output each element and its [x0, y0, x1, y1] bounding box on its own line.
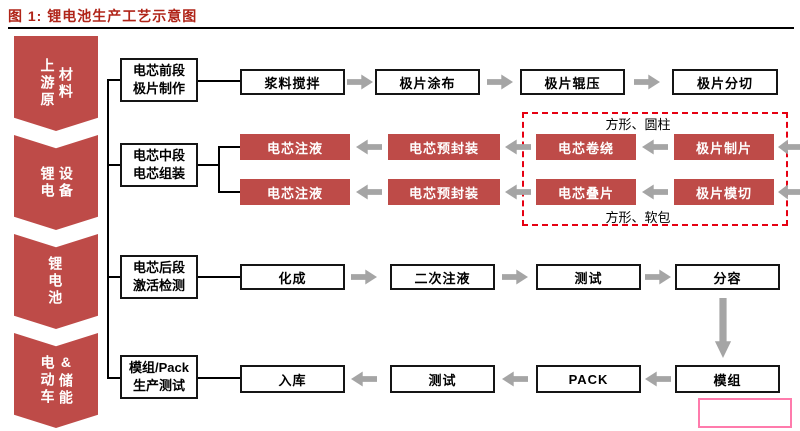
stage-line: 电芯组装: [132, 166, 185, 181]
chevron-label: 上游原: [39, 58, 56, 109]
step-electrolyte-filling-1: 电芯注液: [240, 134, 350, 160]
connector-tick: [107, 377, 120, 379]
arrow-right-icon: [351, 269, 377, 285]
connector-line: [218, 146, 240, 148]
watermark-box: [698, 398, 792, 428]
connector-tick: [107, 276, 120, 278]
connector-tick: [107, 164, 120, 166]
chevron-battery: 锂电池: [14, 234, 98, 329]
chevron-upstream-materials: 上游原 材料: [14, 36, 98, 131]
step-slitting: 极片分切: [672, 69, 778, 95]
stage-rear-section: 电芯后段 激活检测: [120, 255, 198, 299]
chevron-equipment: 锂电 设备: [14, 135, 98, 230]
arrow-right-icon: [347, 74, 373, 90]
connector-tick: [107, 79, 120, 81]
connector-line: [218, 146, 220, 193]
stage-front-section: 电芯前段 极片制作: [120, 58, 198, 102]
chevron-label: &储能: [57, 354, 74, 407]
chevron-label: 材料: [57, 66, 74, 101]
step-calendering: 极片辊压: [520, 69, 625, 95]
stage-line: 模组/Pack: [129, 360, 189, 376]
connector-line: [198, 80, 240, 82]
arrow-right-icon: [487, 74, 513, 90]
chevron-ev-storage: 电动车 &储能: [14, 333, 98, 428]
step-pack: PACK: [536, 365, 641, 393]
step-coating: 极片涂布: [375, 69, 480, 95]
step-stacking: 电芯叠片: [536, 179, 636, 205]
connector-line: [198, 377, 240, 379]
step-pre-sealing-1: 电芯预封装: [388, 134, 500, 160]
step-pre-sealing-2: 电芯预封装: [388, 179, 500, 205]
connector-line: [198, 164, 220, 166]
arrow-left-icon: [351, 371, 377, 387]
arrow-right-icon: [502, 269, 528, 285]
stage-middle-section: 电芯中段 电芯组装: [120, 143, 198, 187]
step-module: 模组: [675, 365, 780, 393]
step-sheet-making: 极片制片: [674, 134, 774, 160]
stage-module-pack: 模组/Pack 生产测试: [120, 355, 198, 399]
stage-line: 电芯前段: [132, 63, 185, 79]
chevron-label: 设备: [57, 165, 74, 200]
connector-line: [198, 276, 240, 278]
stage-line: 极片制作: [132, 81, 185, 96]
chevron-label: 锂电: [39, 165, 56, 200]
arrow-left-icon: [356, 184, 382, 200]
step-formation: 化成: [240, 264, 345, 290]
figure-title: 图 1: 锂电池生产工艺示意图: [8, 8, 198, 24]
step-second-filling: 二次注液: [390, 264, 495, 290]
chevron-label: 电动车: [39, 355, 56, 406]
stage-line: 生产测试: [132, 378, 185, 393]
stage-line: 激活检测: [132, 278, 185, 293]
connector-line: [218, 191, 240, 193]
chevron-label: 锂电池: [47, 256, 64, 307]
arrow-left-icon: [356, 139, 382, 155]
arrow-left-icon: [502, 371, 528, 387]
step-warehousing: 入库: [240, 365, 345, 393]
arrow-right-icon: [634, 74, 660, 90]
step-winding: 电芯卷绕: [536, 134, 636, 160]
arrow-left-icon: [645, 371, 671, 387]
stage-line: 电芯后段: [132, 260, 185, 276]
title-underline: [8, 27, 794, 29]
step-slurry-mixing: 浆料搅拌: [240, 69, 345, 95]
connector-trunk: [107, 79, 109, 379]
stacking-route-note: 方形、软包: [605, 210, 671, 225]
step-testing-1: 测试: [536, 264, 641, 290]
arrow-down-icon: [714, 298, 732, 358]
step-capacity-grading: 分容: [675, 264, 780, 290]
winding-route-note: 方形、圆柱: [605, 117, 671, 132]
step-die-cutting: 极片模切: [674, 179, 774, 205]
stage-line: 电芯中段: [132, 148, 185, 164]
step-electrolyte-filling-2: 电芯注液: [240, 179, 350, 205]
step-testing-2: 测试: [390, 365, 495, 393]
cell-forming-group-box: [522, 112, 788, 226]
arrow-right-icon: [645, 269, 671, 285]
